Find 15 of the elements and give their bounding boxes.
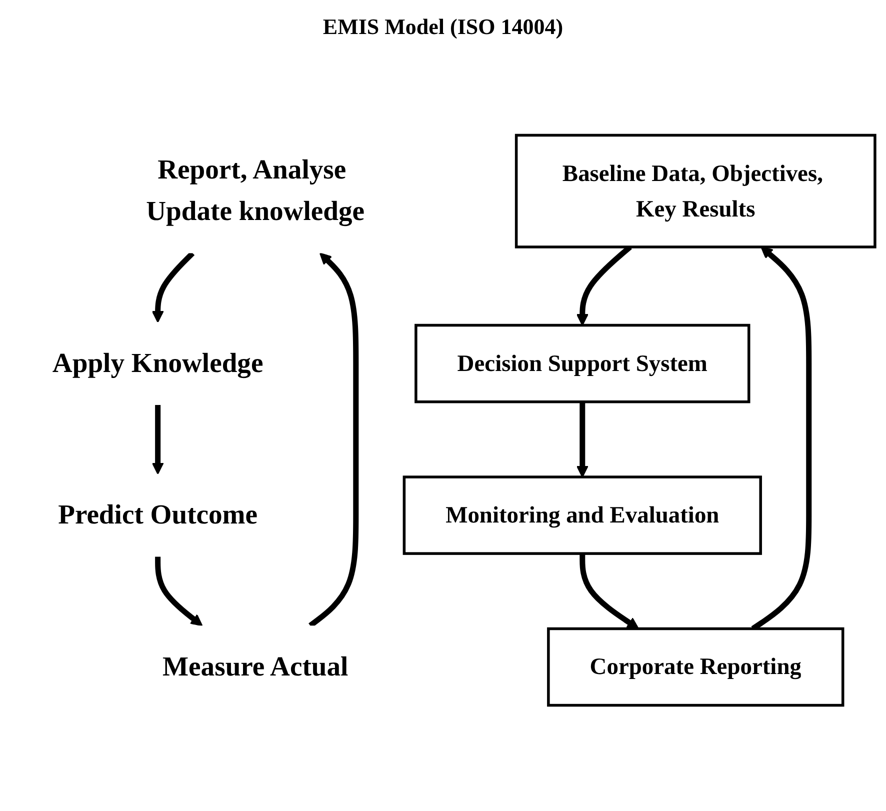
node-text: Apply Knowledge xyxy=(52,348,264,379)
arrow xyxy=(576,402,588,478)
node-box: Monitoring and Evaluation xyxy=(402,476,762,556)
arrow xyxy=(308,252,359,628)
arrow xyxy=(580,554,640,630)
node-box: Corporate Reporting xyxy=(547,628,844,707)
arrow xyxy=(155,556,203,626)
node-text: Measure Actual xyxy=(162,652,348,682)
arrow xyxy=(152,405,164,475)
node-box: Decision Support System xyxy=(414,324,750,404)
node-text: Report, Analyse Update knowledge xyxy=(146,156,365,228)
diagram-title: EMIS Model (ISO 14004) xyxy=(322,14,564,40)
node-box: Baseline Data, Objectives, Key Results xyxy=(514,134,876,249)
node-text: Predict Outcome xyxy=(58,500,258,531)
arrow xyxy=(152,252,195,323)
